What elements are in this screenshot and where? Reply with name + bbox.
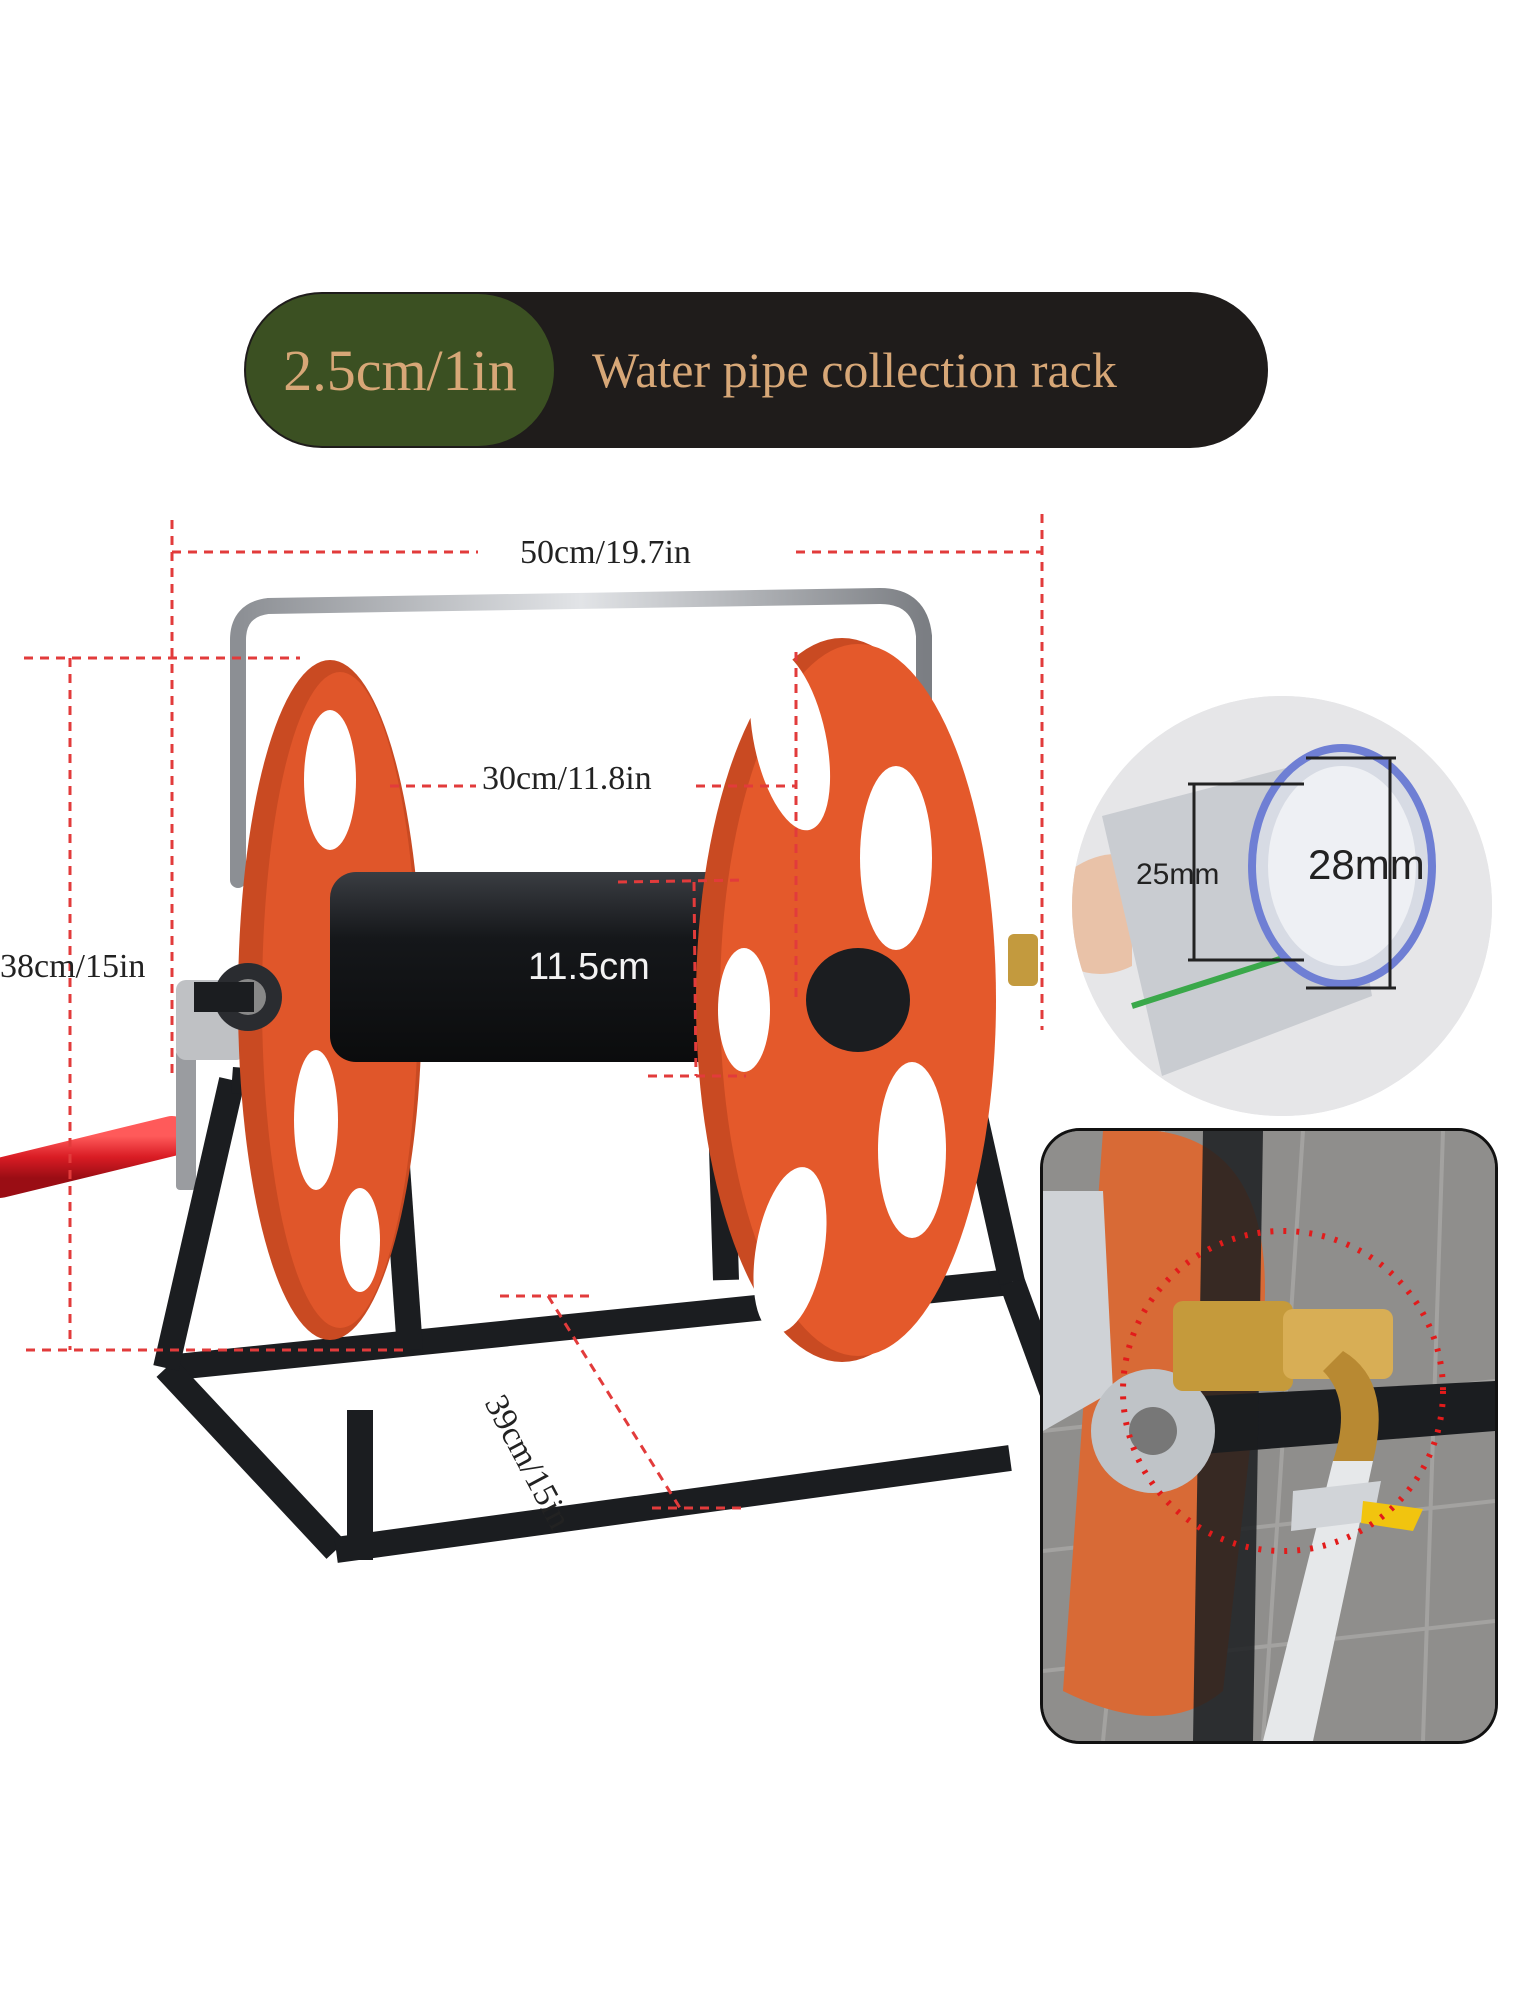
width-label: 50cm/19.7in [520, 534, 691, 571]
drum-diameter-label: 11.5cm [528, 946, 650, 988]
connector-detail-inset [1040, 1128, 1498, 1744]
hose-tube-image [1072, 696, 1492, 1116]
inner-diameter-label: 25mm [1136, 858, 1220, 891]
connector-detail-image [1043, 1131, 1495, 1741]
title-banner: 2.5cm/1in Water pipe collection rack [244, 292, 1268, 448]
height-label: 38cm/15in [0, 948, 146, 985]
right-reel-wheel [696, 638, 996, 1362]
size-badge: 2.5cm/1in [246, 294, 554, 446]
brass-fitting [1008, 934, 1038, 986]
banner-title: Water pipe collection rack [592, 342, 1117, 398]
steel-handle [230, 587, 932, 908]
drum-length-label: 30cm/11.8in [482, 760, 652, 797]
size-label: 2.5cm/1in [283, 337, 517, 403]
outer-diameter-label: 28mm [1308, 841, 1425, 888]
dimension-lines [24, 514, 1044, 1510]
red-hose [0, 1116, 192, 1198]
hose-crosssection-inset: 25mm 28mm [1072, 696, 1492, 1116]
